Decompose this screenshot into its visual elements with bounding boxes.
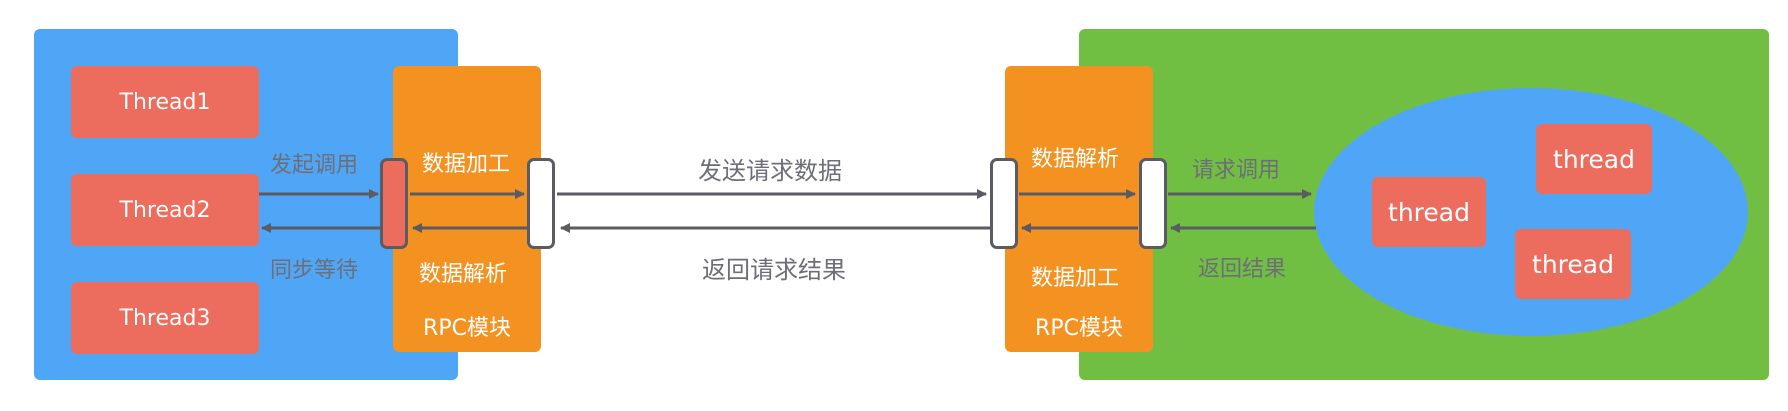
thread-box: Thread3 [71, 282, 259, 354]
send-request-label: 发送请求数据 [698, 157, 842, 185]
client-rpc-connector [527, 158, 555, 249]
client-thread-connector [380, 158, 408, 249]
server-rpc-parse-label: 数据解析 [1031, 147, 1120, 172]
wait-label: 同步等待 [270, 258, 359, 283]
request-call-label: 请求调用 [1192, 158, 1281, 183]
pool-thread-box: thread [1372, 177, 1486, 247]
return-result-network-label: 返回请求结果 [702, 256, 846, 284]
client-rpc-process-label: 数据加工 [422, 152, 511, 177]
thread-box: Thread2 [71, 174, 259, 246]
return-result-label: 返回结果 [1198, 257, 1287, 282]
server-rpc-connector [1139, 158, 1167, 249]
call-label: 发起调用 [270, 153, 359, 178]
client-rpc-module-label: RPC模块 [423, 316, 511, 341]
server-rpc-module-label: RPC模块 [1035, 316, 1123, 341]
client-rpc-parse-label: 数据解析 [419, 262, 508, 287]
server-network-connector [990, 158, 1018, 249]
pool-thread-box: thread [1515, 229, 1631, 299]
thread-box: Thread1 [71, 66, 259, 138]
client-rpc-module [393, 66, 541, 352]
pool-thread-box: thread [1536, 124, 1652, 194]
server-rpc-module [1005, 66, 1153, 352]
server-rpc-process-label: 数据加工 [1031, 266, 1120, 291]
